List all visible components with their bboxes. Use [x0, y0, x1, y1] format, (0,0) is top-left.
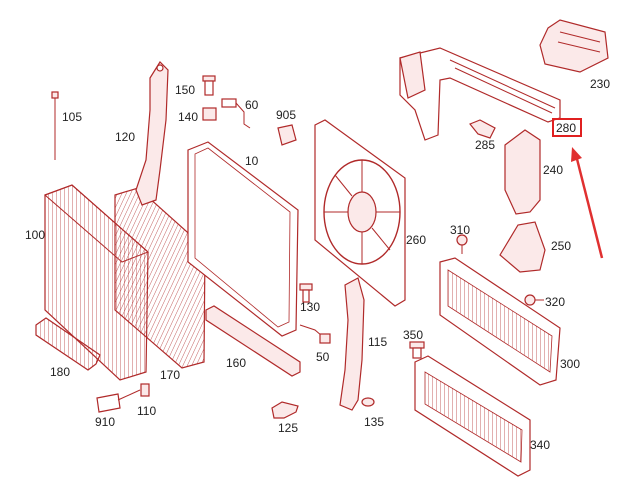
- label-140: 140: [178, 110, 198, 124]
- part-50-sensor[interactable]: [299, 324, 331, 344]
- part-150-clip[interactable]: [202, 75, 216, 96]
- label-130: 130: [300, 300, 320, 314]
- part-240-air-guide[interactable]: [504, 129, 541, 215]
- label-180: 180: [50, 365, 70, 379]
- part-110-sensor[interactable]: [140, 383, 150, 397]
- label-240: 240: [543, 163, 563, 177]
- label-310: 310: [450, 223, 470, 237]
- part-260-fan-shroud[interactable]: [314, 119, 406, 307]
- part-285-clip[interactable]: [469, 119, 496, 139]
- part-105-rod[interactable]: [51, 91, 59, 160]
- label-150: 150: [175, 83, 195, 97]
- part-300-shutter[interactable]: [439, 257, 561, 386]
- label-170: 170: [160, 368, 180, 382]
- part-250-air-guide[interactable]: [499, 221, 546, 273]
- part-180-cooler[interactable]: [35, 317, 101, 371]
- label-350: 350: [403, 328, 423, 342]
- part-130-bolt[interactable]: [299, 283, 313, 303]
- part-135-nut[interactable]: [361, 397, 375, 407]
- part-310-screw[interactable]: [456, 234, 468, 254]
- label-120: 120: [115, 130, 135, 144]
- label-910: 910: [95, 415, 115, 429]
- label-260: 260: [406, 233, 426, 247]
- label-905: 905: [276, 108, 296, 122]
- label-250: 250: [551, 239, 571, 253]
- label-300: 300: [560, 357, 580, 371]
- highlight-box-280: [552, 118, 582, 137]
- part-140-block[interactable]: [202, 107, 217, 121]
- label-10: 10: [245, 154, 259, 168]
- label-100: 100: [25, 228, 45, 242]
- label-105: 105: [62, 110, 82, 124]
- label-230: 230: [590, 77, 610, 91]
- part-340-lower-grille[interactable]: [414, 355, 531, 477]
- label-125: 125: [278, 421, 298, 435]
- part-10-radiator[interactable]: [187, 141, 299, 337]
- part-320-screw[interactable]: [524, 294, 544, 306]
- part-905-tag[interactable]: [277, 124, 297, 146]
- label-320: 320: [545, 295, 565, 309]
- label-285: 285: [475, 138, 495, 152]
- part-125-clip[interactable]: [271, 401, 299, 419]
- label-280: 280: [556, 121, 576, 135]
- label-60: 60: [245, 98, 259, 112]
- label-160: 160: [226, 356, 246, 370]
- label-115: 115: [368, 335, 387, 349]
- label-110: 110: [137, 404, 156, 418]
- part-280-upper-carrier[interactable]: [399, 47, 561, 141]
- label-50: 50: [316, 350, 330, 364]
- part-120-bracket[interactable]: [135, 61, 169, 206]
- label-135: 135: [364, 415, 384, 429]
- part-350-bolt[interactable]: [409, 341, 425, 359]
- part-160-strip[interactable]: [205, 305, 301, 377]
- part-60-sensor[interactable]: [221, 98, 251, 129]
- pointer-arrow: [571, 147, 604, 259]
- part-910-tag[interactable]: [96, 389, 141, 413]
- part-115-bracket[interactable]: [339, 277, 365, 411]
- part-230-duct[interactable]: [539, 19, 609, 73]
- label-340: 340: [530, 438, 550, 452]
